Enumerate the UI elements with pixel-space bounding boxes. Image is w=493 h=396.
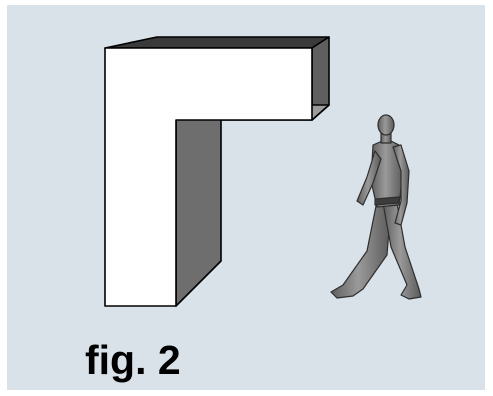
person-belt [374,196,400,206]
block-front-face [104,47,313,307]
walking-person-figure [330,114,422,300]
block-top-face [104,36,330,49]
person-head [377,114,395,136]
figure-caption: fig. 2 [85,337,181,383]
scene-drawing [104,36,422,307]
block-side-face [175,104,222,307]
figure-scene: fig. 2 [7,5,485,390]
person-back-arm [356,150,382,206]
person-back-leg [330,200,392,299]
person-front-arm [392,144,410,226]
l-shaped-block [104,36,330,307]
